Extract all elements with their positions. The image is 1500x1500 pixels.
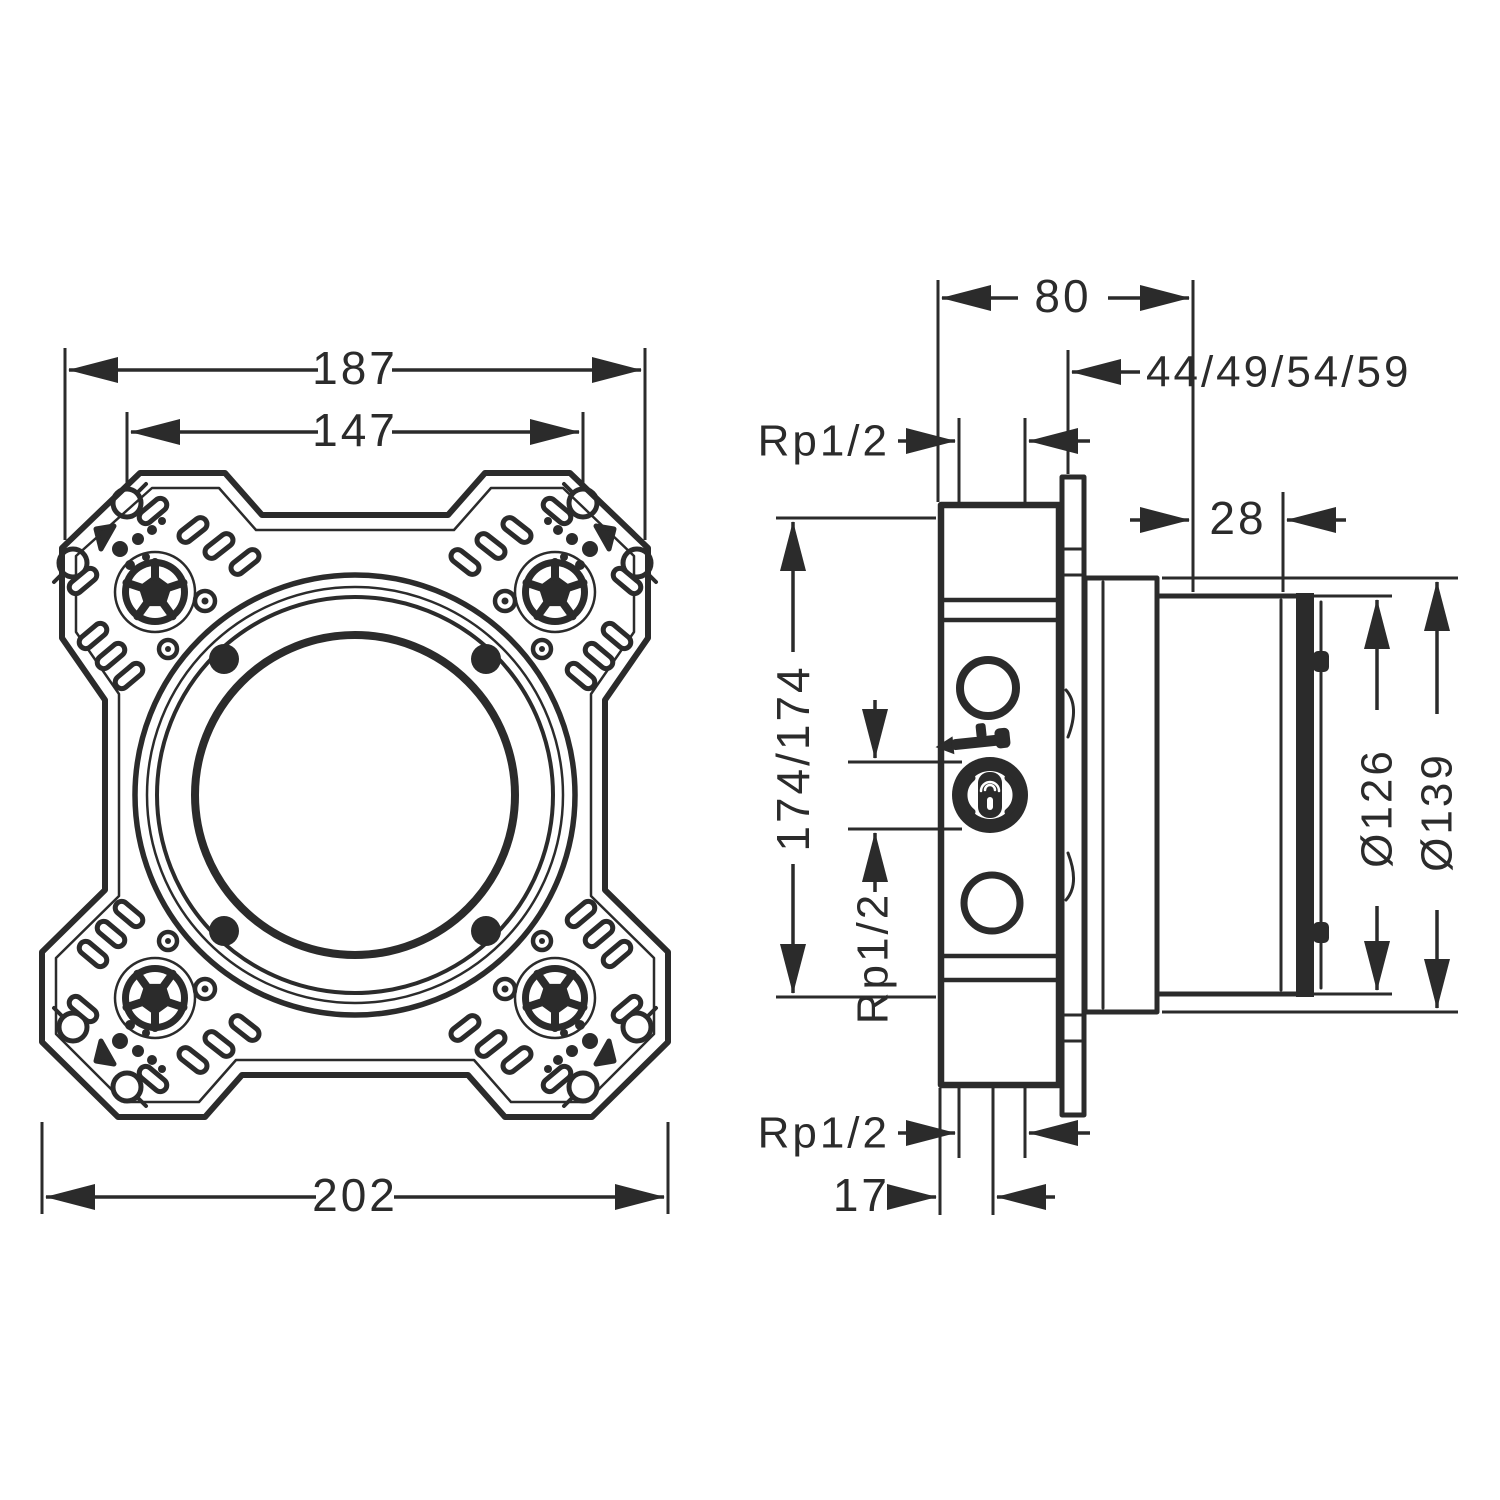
cap-tab <box>1313 651 1329 672</box>
retainer-spring <box>1064 851 1075 902</box>
label-depth-total: 80 <box>1034 270 1091 322</box>
label-thread-top: Rp1/2 <box>758 417 890 466</box>
ring-screw-dot <box>209 644 239 674</box>
label-collar-depth: 28 <box>1209 492 1266 544</box>
retainer-spring <box>1064 688 1075 739</box>
label-thread-bottom: Rp1/2 <box>758 1109 890 1158</box>
end-cap <box>1296 593 1314 997</box>
pipe-connection-top <box>956 656 1020 720</box>
valve-key-icon <box>935 723 1011 755</box>
flange-plate <box>1059 474 1087 1118</box>
central-bore <box>191 631 519 959</box>
label-offset-bottom: 17 <box>833 1169 890 1221</box>
label-width-top-outer: 187 <box>312 342 398 394</box>
label-thread-middle: Rp1/2 <box>849 892 898 1024</box>
collar-section <box>1082 575 1160 1015</box>
middle-ring-2 <box>155 595 555 995</box>
cap-tab <box>1313 922 1329 943</box>
label-finish-depth-options: 44/49/54/59 <box>1146 348 1411 397</box>
dimension-annotations <box>40 280 1458 1215</box>
label-diameter-inner: Ø126 <box>1353 748 1402 868</box>
label-width-bottom: 202 <box>312 1169 398 1221</box>
middle-ring <box>145 585 565 1005</box>
ring-screw-dot <box>471 916 501 946</box>
pipe-connection-bottom <box>960 871 1024 935</box>
side-view <box>935 474 1329 1118</box>
ring-screw-dot <box>209 916 239 946</box>
front-view <box>39 470 671 1120</box>
ring-screw-dot <box>471 644 501 674</box>
dimension-labels: 187 147 202 80 44/49/54/59 Rp1/2 28 174/… <box>312 270 1461 1221</box>
label-width-top-inner: 147 <box>312 404 398 456</box>
center-outlet <box>952 757 1028 833</box>
label-height-span: 174/174 <box>767 664 819 851</box>
cylinder-body <box>1154 593 1303 997</box>
label-diameter-outer: Ø139 <box>1413 752 1462 872</box>
